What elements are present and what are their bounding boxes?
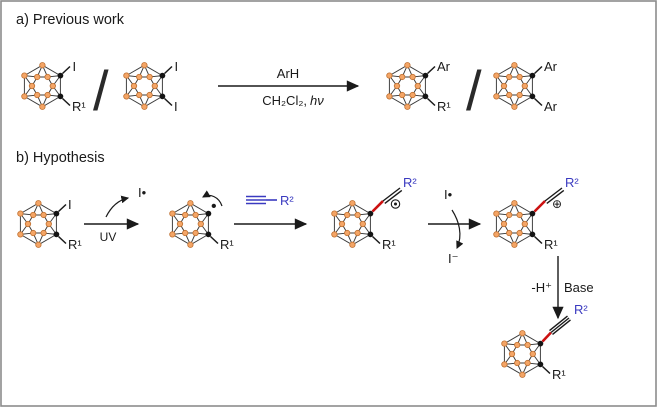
curved-arrow-iodine-loss: [105, 195, 130, 218]
vinyl-double-bond: [546, 189, 565, 204]
iodine-radical-label: I•: [138, 185, 147, 200]
cluster-a-mono-aryl: Ar R¹: [386, 59, 451, 114]
substituent-bond: [61, 65, 71, 75]
r2-label: R²: [574, 302, 588, 317]
iodide-label: I⁻: [448, 251, 458, 266]
cluster-a-di-aryl: Ar Ar: [493, 59, 558, 114]
substituent-bond: [209, 235, 219, 245]
condition-below-italic: hν: [310, 93, 324, 108]
substituent-label: R¹: [72, 99, 86, 114]
alkyne-reagent: R²: [246, 193, 294, 208]
radical-dot: •: [211, 198, 217, 215]
cluster-b-radical: • R¹: [169, 190, 234, 252]
substituent-label: R¹: [382, 237, 396, 252]
alkyne-triple-bond: [552, 319, 571, 335]
substituent-bond: [61, 97, 71, 107]
substituent-label: R¹: [552, 367, 566, 382]
new-c-c-bond: [371, 200, 384, 213]
cluster-b-vinyl-radical: R² R¹: [331, 175, 417, 252]
substituent-bond: [533, 235, 543, 245]
curved-arrow-iodide: [451, 209, 464, 250]
substituent-bond: [426, 97, 436, 107]
new-c-c-bond: [541, 331, 552, 343]
divider-slash: /: [466, 59, 482, 122]
reaction-arrow-a: ArH CH₂Cl₂, hν: [218, 66, 360, 108]
substituent-bond: [57, 203, 67, 213]
substituent-label: I: [175, 59, 179, 74]
substituent-label: I: [73, 59, 77, 74]
alkyne-triple-bond: [549, 315, 568, 332]
cluster-b-start: I R¹: [17, 197, 82, 252]
alkyne-triple-bond: [550, 317, 570, 334]
vinyl-double-bond: [382, 187, 401, 202]
step2-arrow: R²: [234, 193, 308, 230]
substituent-bond: [541, 365, 551, 375]
section-b-title: b) Hypothesis: [16, 150, 105, 166]
r2-label: R²: [565, 175, 579, 190]
substituent-bond: [371, 235, 381, 245]
condition-above: ArH: [277, 66, 299, 81]
substituent-label: R¹: [220, 237, 234, 252]
elimination-arrow: -H⁺ Base: [531, 256, 594, 320]
cluster-b-product: R² R¹: [501, 302, 588, 382]
substituent-bond: [163, 65, 173, 75]
iodine-radical-label: I•: [444, 187, 453, 202]
condition-below: CH₂Cl₂,: [262, 93, 307, 108]
section-a-title: a) Previous work: [16, 12, 125, 28]
cluster-a-di-iodo: I I: [123, 59, 179, 114]
substituent-label: Ar: [544, 99, 558, 114]
minus-h-label: -H⁺: [531, 280, 552, 295]
substituent-label: R¹: [544, 237, 558, 252]
vinyl-double-bond: [544, 187, 563, 202]
substituent-bond: [57, 235, 67, 245]
base-label: Base: [564, 280, 594, 295]
cluster-a-mono-iodo: I R¹: [21, 59, 86, 114]
substituent-label: I: [174, 99, 178, 114]
substituent-label: R¹: [437, 99, 451, 114]
cluster-b-vinyl-cation: R² ⊕ R¹: [493, 175, 579, 252]
circled-radical: [390, 199, 401, 209]
substituent-label: Ar: [437, 59, 451, 74]
step1-arrow: UV I•: [84, 185, 147, 244]
divider-slash: /: [93, 59, 109, 122]
substituent-label: Ar: [544, 59, 558, 74]
substituent-bond: [163, 97, 173, 107]
uv-label: UV: [100, 230, 117, 244]
substituent-label: I: [68, 197, 72, 212]
new-c-c-bond: [533, 200, 546, 213]
curved-arrow-radical: [202, 190, 223, 207]
alkyne-r2-label: R²: [280, 193, 294, 208]
substituent-label: R¹: [68, 237, 82, 252]
plus-charge-symbol: ⊕: [552, 197, 562, 211]
step3-arrow: I• I⁻: [428, 187, 482, 266]
r2-label: R²: [403, 175, 417, 190]
substituent-bond: [426, 65, 436, 75]
vinyl-double-bond: [384, 189, 403, 204]
substituent-bond: [533, 65, 543, 75]
substituent-bond: [533, 97, 543, 107]
